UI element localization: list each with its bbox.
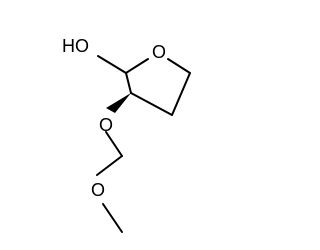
- chemical-structure: HO O O O: [62, 36, 191, 233]
- bond-ring-o-c4: [167, 58, 191, 74]
- ring-oxygen-label: O: [152, 42, 166, 62]
- hydroxyl-label: HO: [62, 36, 89, 56]
- bond-c4-c3: [171, 72, 191, 116]
- stereo-wedge-bond: [106, 93, 131, 113]
- bond-c2-c1: [125, 72, 132, 94]
- methoxy-oxygen-label: O: [91, 180, 105, 200]
- bond-ether-o-ch2: [105, 131, 123, 157]
- ether-oxygen-label: O: [99, 115, 113, 135]
- bond-methoxy-o-ch3: [102, 203, 123, 233]
- bond-c1-hydroxyl: [97, 55, 127, 74]
- bond-c1-ring-o: [125, 58, 149, 74]
- bond-ch2-methoxy-o: [96, 155, 123, 176]
- bond-c3-c2: [130, 92, 173, 116]
